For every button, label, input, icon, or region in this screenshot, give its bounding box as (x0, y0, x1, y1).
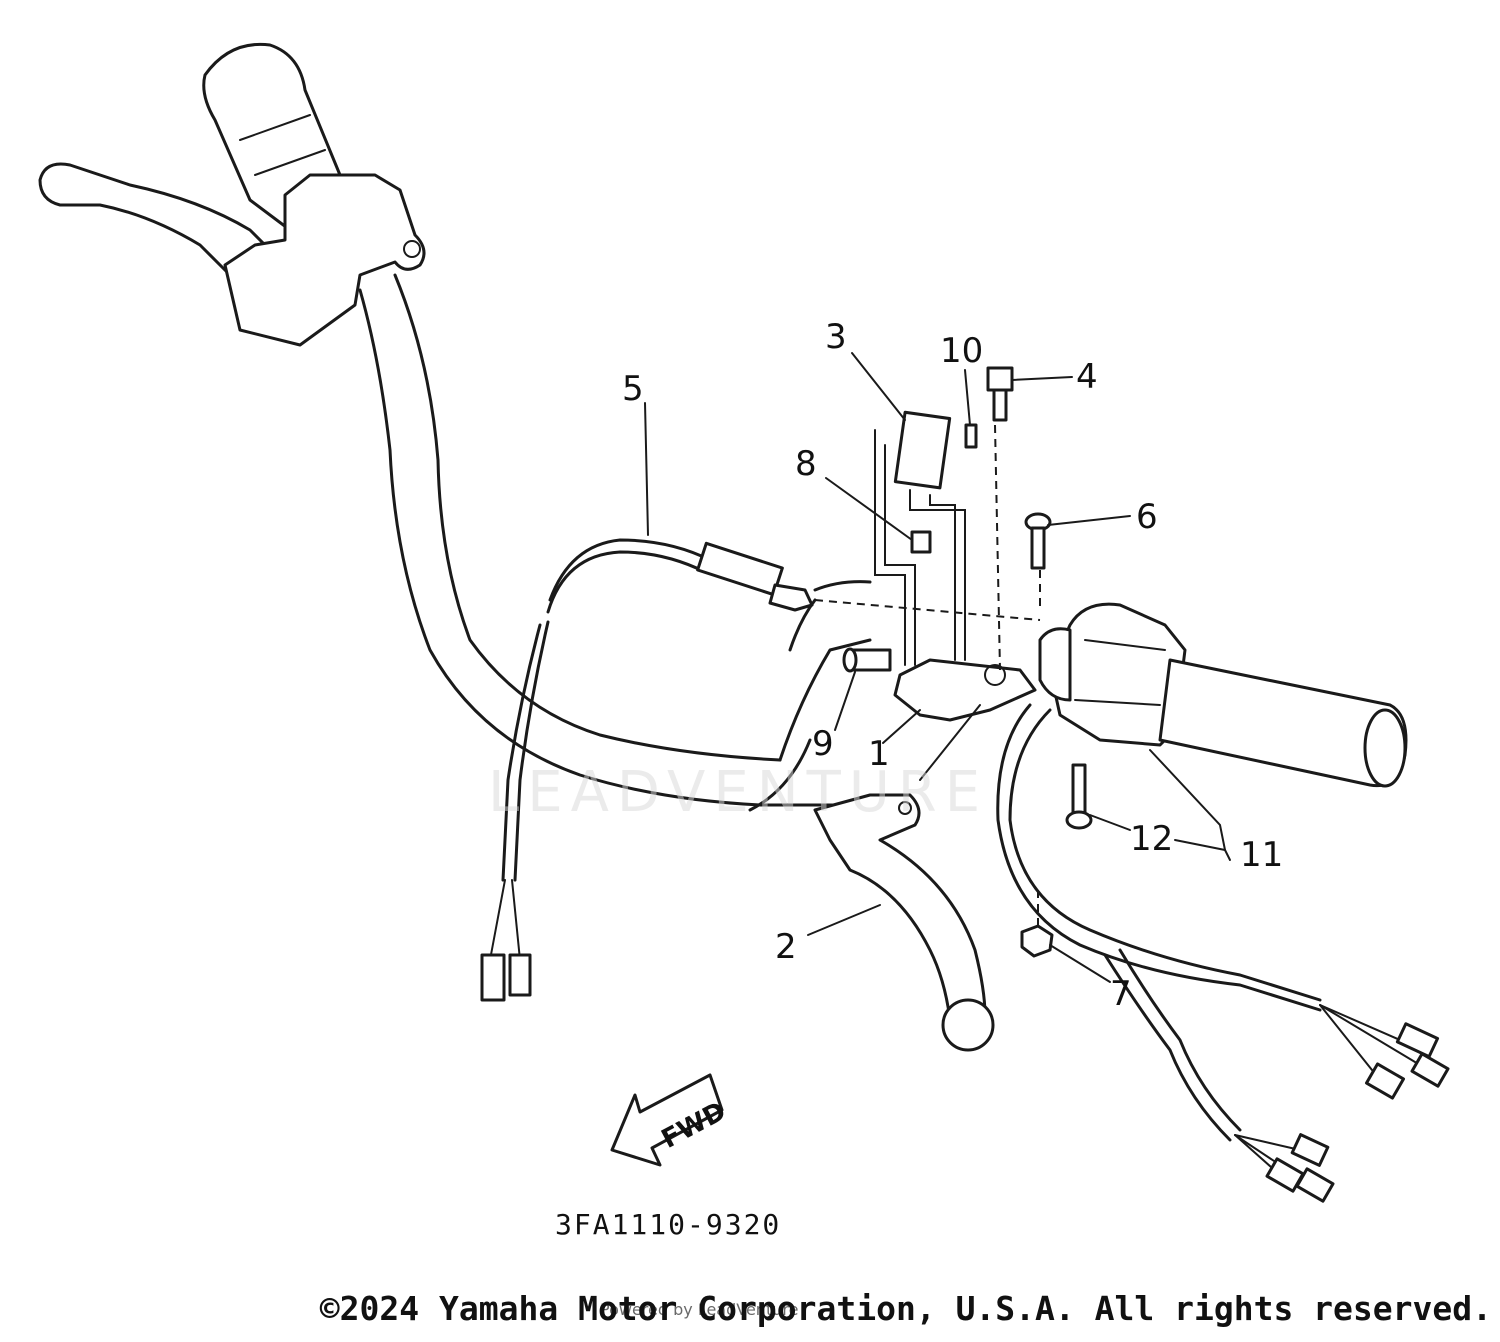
label-3: 3 (825, 317, 847, 357)
label-6: 6 (1136, 497, 1158, 537)
label-12: 12 (1130, 819, 1173, 859)
powered-by-text: Powered by LeadVenture (600, 1300, 799, 1319)
label-11: 11 (1240, 835, 1283, 875)
screw-12 (1065, 763, 1093, 830)
part-8 (910, 530, 932, 554)
watermark: LEADVENTURE (488, 760, 989, 825)
nut-7 (1020, 890, 1054, 958)
lever-bracket (814, 424, 1041, 722)
front-brake-lever (813, 793, 995, 1052)
handlebar (358, 273, 882, 812)
screw-6 (1024, 512, 1052, 570)
label-10: 10 (940, 331, 983, 371)
label-9: 9 (812, 724, 834, 764)
label-5: 5 (622, 369, 644, 409)
label-8: 8 (795, 444, 817, 484)
bolt-9 (842, 647, 892, 673)
fwd-arrow: FWD (610, 1073, 731, 1167)
right-switch-housing (1038, 602, 1187, 747)
copyright-notice: ©2024 Yamaha Motor Corporation, U.S.A. A… (319, 1289, 1492, 1328)
label-4: 4 (1076, 357, 1098, 397)
part-labels: 5 3 10 4 8 6 9 1 2 7 12 11 (622, 317, 1283, 1014)
part-code: 3FA1110-9320 (555, 1208, 782, 1241)
label-1: 1 (868, 734, 890, 774)
label-2: 2 (775, 927, 797, 967)
switch-cable (480, 538, 814, 1002)
leader-lines (644, 352, 1231, 983)
label-7: 7 (1110, 974, 1132, 1014)
part-10 (964, 423, 978, 449)
bolt-4 (986, 366, 1014, 422)
right-wiring-harness (996, 703, 1450, 1203)
left-lever-holder (223, 173, 426, 347)
right-grip (1158, 658, 1408, 788)
front-brake-switch (874, 410, 966, 666)
